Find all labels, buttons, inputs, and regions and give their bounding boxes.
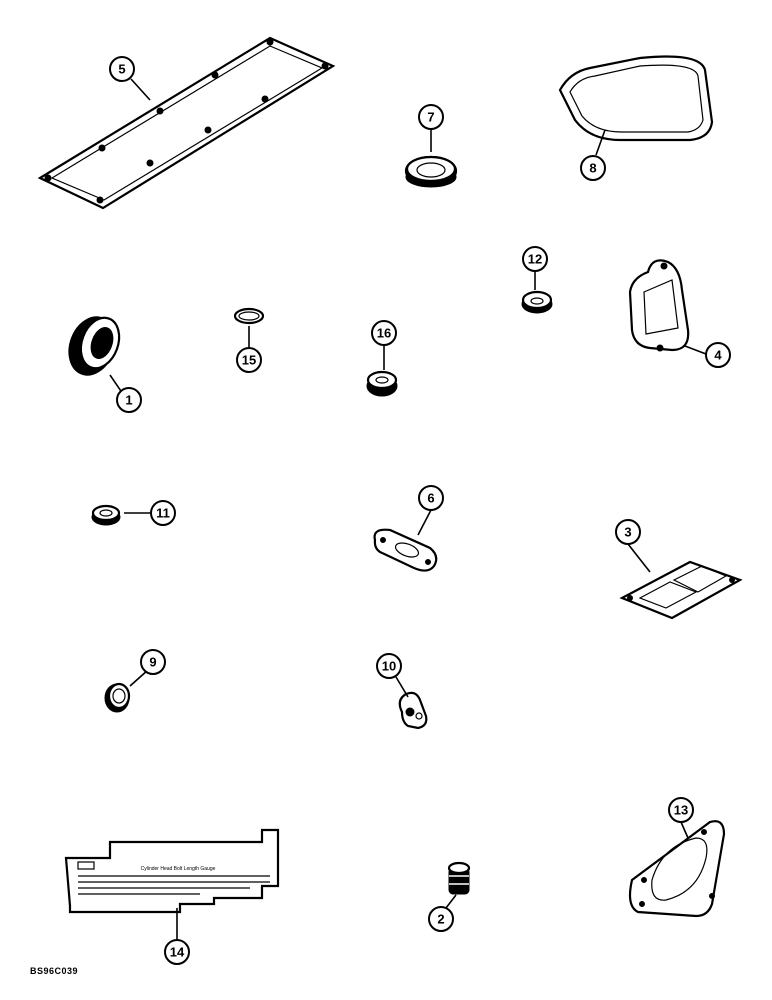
part-9-sealing-ring <box>104 682 131 713</box>
part-2-plug <box>447 861 471 895</box>
callout-8: 8 <box>580 155 606 181</box>
part-15-o-ring <box>233 307 265 325</box>
callout-11: 11 <box>150 500 176 526</box>
svg-text:9: 9 <box>149 655 156 670</box>
svg-text:5: 5 <box>118 62 125 77</box>
svg-text:14: 14 <box>170 945 185 960</box>
svg-text:1: 1 <box>125 393 132 408</box>
svg-text:11: 11 <box>156 506 170 521</box>
part-14-bolt-gauge: Cylinder Head Bolt Length Gauge <box>64 828 280 914</box>
part-5-valve-cover-gasket <box>37 36 336 210</box>
leader-lines <box>109 78 707 940</box>
part-11-seal <box>91 504 121 526</box>
drawing-code: BS96C039 <box>30 966 79 976</box>
part-13-exhaust-gasket <box>628 820 726 918</box>
callout-5: 5 <box>109 56 135 82</box>
svg-text:10: 10 <box>382 659 396 674</box>
part-3-dual-port-gasket <box>619 560 743 620</box>
callout-4: 4 <box>705 342 731 368</box>
part-8-cover-gasket <box>558 55 714 142</box>
callout-7: 7 <box>418 104 444 130</box>
callout-10: 10 <box>376 653 402 679</box>
svg-text:16: 16 <box>377 326 391 341</box>
part-6-oval-gasket <box>373 528 438 572</box>
svg-text:6: 6 <box>427 491 434 506</box>
gauge-title: Cylinder Head Bolt Length Gauge <box>141 866 216 872</box>
callout-9: 9 <box>140 649 166 675</box>
callout-6: 6 <box>418 485 444 511</box>
part-12-small-seal <box>521 290 553 314</box>
svg-text:7: 7 <box>427 110 434 125</box>
svg-text:3: 3 <box>624 525 631 540</box>
svg-text:2: 2 <box>437 912 444 927</box>
svg-text:4: 4 <box>714 348 722 363</box>
part-16-grommet <box>366 370 398 397</box>
part-10-clip <box>398 691 428 730</box>
callout-2: 2 <box>428 906 454 932</box>
callout-14: 14 <box>164 939 190 965</box>
part-4-flange-gasket <box>628 259 690 352</box>
callout-3: 3 <box>615 519 641 545</box>
part-1-crankshaft-seal <box>68 316 121 376</box>
callout-13: 13 <box>668 797 694 823</box>
svg-text:8: 8 <box>589 161 596 176</box>
svg-text:12: 12 <box>528 252 542 267</box>
svg-text:15: 15 <box>242 353 256 368</box>
callout-12: 12 <box>522 246 548 272</box>
callout-16: 16 <box>371 320 397 346</box>
part-7-seal-ring <box>404 155 458 188</box>
callout-1: 1 <box>116 387 142 413</box>
callout-15: 15 <box>236 347 262 373</box>
svg-text:13: 13 <box>674 803 688 818</box>
